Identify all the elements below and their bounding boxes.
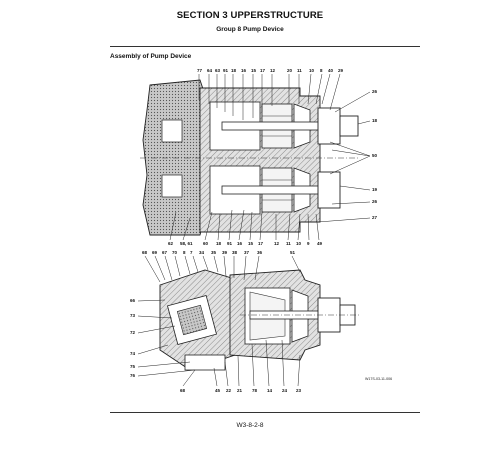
- callout-label: 9: [307, 241, 310, 246]
- callout-label: 26: [372, 89, 378, 94]
- callout-label: 66: [130, 298, 136, 303]
- callout-label: 18: [216, 241, 222, 246]
- callout-label: 35: [211, 250, 217, 255]
- callout-label: 45: [215, 388, 221, 393]
- callout-label: 64: [207, 68, 213, 73]
- callout-label: 24: [282, 388, 288, 393]
- header-rule: [110, 46, 420, 47]
- callout-label: 37: [244, 250, 250, 255]
- upper-right-callouts: 26 18 50 19 26 27: [372, 89, 378, 220]
- callout-label: 10: [309, 68, 315, 73]
- callout-label: 8: [183, 250, 186, 255]
- callout-label: 78: [252, 388, 258, 393]
- upper-section-view: [140, 79, 360, 236]
- callout-label: 76: [130, 373, 136, 378]
- callout-label: 20: [287, 68, 293, 73]
- callout-label: 70: [172, 250, 178, 255]
- callout-label: 11: [286, 241, 291, 246]
- callout-label: 17: [260, 68, 266, 73]
- page-header: SECTION 3 UPPERSTRUCTURE Group 8 Pump De…: [0, 10, 500, 33]
- callout-label: 12: [274, 241, 280, 246]
- upper-bottom-callouts: 62 58, 61 60 18 91 16 15 17 12 11 10 9 4…: [168, 241, 323, 246]
- callout-label: 74: [130, 351, 136, 356]
- callout-label: 10: [296, 241, 302, 246]
- callout-label: 16: [237, 241, 243, 246]
- callout-label: 63: [215, 68, 221, 73]
- callout-label: 21: [237, 388, 243, 393]
- callout-label: 17: [258, 241, 264, 246]
- figure-heading: Assembly of Pump Device: [110, 53, 192, 60]
- callout-label: 19: [372, 187, 378, 192]
- callout-label: 69: [152, 250, 158, 255]
- callout-label: 73: [130, 313, 136, 318]
- callout-label: 75: [130, 364, 136, 369]
- callout-label: 49: [317, 241, 323, 246]
- lower-left-callouts: 66 73 72 74 75 76: [130, 298, 136, 378]
- callout-label: 60: [203, 241, 209, 246]
- callout-label: 72: [130, 330, 136, 335]
- callout-label: 18: [372, 118, 378, 123]
- lower-top-callouts: 68 69 67 70 8 7 34 35 39 38 37 36 51: [142, 250, 296, 255]
- callout-label: 18: [231, 68, 237, 73]
- callout-label: 7: [190, 250, 193, 255]
- callout-label: 14: [267, 388, 273, 393]
- lower-leader-lines: [137, 255, 301, 387]
- callout-label: 91: [227, 241, 233, 246]
- section-title: SECTION 3 UPPERSTRUCTURE: [176, 10, 324, 21]
- callout-label: 58, 61: [180, 241, 193, 246]
- upper-callouts: 77 64 63 91 18 16 15 17 12 20 11 10 8 40…: [197, 68, 344, 73]
- callout-label: 91: [223, 68, 229, 73]
- group-title: Group 8 Pump Device: [216, 26, 284, 33]
- callout-label: 8: [320, 68, 323, 73]
- callout-label: 77: [197, 68, 203, 73]
- callout-label: 23: [296, 388, 302, 393]
- footer-rule: [110, 412, 420, 413]
- callout-label: 68: [180, 388, 186, 393]
- callout-label: 29: [338, 68, 344, 73]
- lower-section-view: [159, 269, 360, 371]
- figure-code: W17S-03-11-006: [365, 377, 392, 381]
- callout-label: 22: [226, 388, 232, 393]
- callout-label: 68: [142, 250, 148, 255]
- callout-label: 62: [168, 241, 174, 246]
- callout-label: 36: [257, 250, 263, 255]
- callout-label: 16: [241, 68, 247, 73]
- callout-label: 38: [232, 250, 238, 255]
- callout-label: 50: [372, 153, 378, 158]
- page-number: W3-8-2-8: [236, 422, 264, 429]
- callout-label: 34: [199, 250, 205, 255]
- callout-label: 51: [290, 250, 296, 255]
- upper-leader-lines: [169, 73, 371, 241]
- callout-label: 40: [328, 68, 334, 73]
- callout-label: 15: [248, 241, 254, 246]
- callout-label: 11: [297, 68, 302, 73]
- callout-label: 15: [251, 68, 257, 73]
- callout-label: 27: [372, 215, 378, 220]
- callout-label: 12: [270, 68, 276, 73]
- callout-label: 67: [162, 250, 168, 255]
- callout-label: 26: [372, 199, 378, 204]
- callout-label: 39: [222, 250, 228, 255]
- lower-bottom-callouts: 68 45 22 21 78 14 24 23: [180, 388, 302, 393]
